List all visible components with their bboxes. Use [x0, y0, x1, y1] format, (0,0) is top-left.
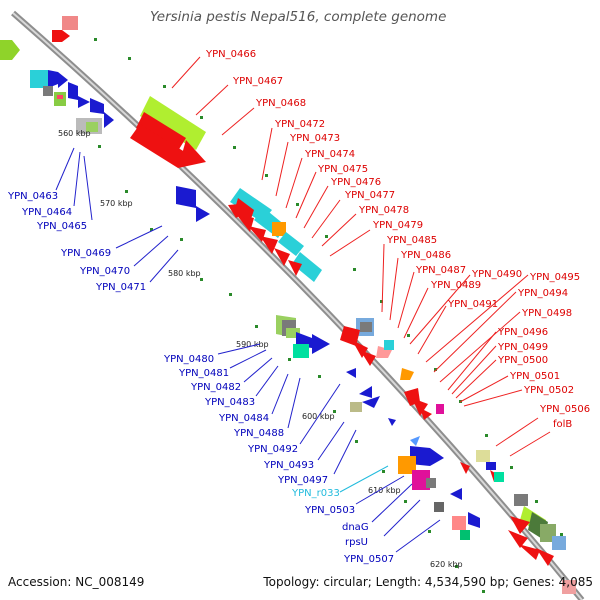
gene-label: YPN_0495: [529, 272, 580, 283]
map-title: Yersinia pestis Nepal516, complete genom…: [150, 9, 447, 25]
gene-label: YPN_0475: [317, 164, 368, 175]
gene-label: YPN_0487: [415, 265, 466, 276]
gene-label: YPN_0476: [330, 177, 381, 188]
gene-label: YPN_0503: [304, 505, 355, 516]
gene-label: YPN_0501: [509, 371, 560, 382]
accession-text: Accession: NC_008149: [8, 575, 145, 589]
gene-label: YPN_0473: [289, 133, 340, 144]
gene-label: YPN_0480: [163, 354, 214, 365]
gene-label: YPN_0472: [274, 119, 325, 130]
gene-label: YPN_0464: [21, 207, 72, 218]
gene-label: YPN_0478: [358, 205, 409, 216]
gene-label: YPN_0485: [386, 235, 437, 246]
gene-label: YPN_0465: [36, 221, 87, 232]
gene-label: YPN_0488: [233, 428, 284, 439]
scale-label: 560 kbp: [58, 129, 91, 138]
gene-label: folB: [553, 419, 572, 430]
gene-label: YPN_0470: [79, 266, 130, 277]
gene-label: dnaG: [342, 522, 369, 533]
gene-label: YPN_0507: [343, 554, 394, 565]
gene-label: YPN_0477: [344, 190, 395, 201]
topology-text: Topology: circular; Length: 4,534,590 bp…: [263, 575, 593, 589]
gene-label: YPN_0479: [372, 220, 423, 231]
gc-skew-dots: [58, 38, 563, 593]
gene-label: YPN_0490: [471, 269, 522, 280]
gene-label: YPN_0494: [517, 288, 568, 299]
gene-label: YPN_0489: [430, 280, 481, 291]
rna-leader-line: [339, 465, 389, 493]
gene-label: YPN_0497: [277, 475, 328, 486]
scale-label: 610 kbp: [368, 486, 401, 495]
reverse-gene-labels: YPN_0463 YPN_0464 YPN_0465 YPN_0469 YPN_…: [7, 191, 394, 565]
gene-label: YPN_0491: [447, 299, 498, 310]
gene-label: YPN_0493: [263, 460, 314, 471]
gene-label: YPN_0463: [7, 191, 58, 202]
gene-label: YPN_0483: [204, 397, 255, 408]
scale-axis: 560 kbp 570 kbp 580 kbp 590 kbp 600 kbp …: [58, 129, 463, 569]
forward-gene-labels: YPN_0466 YPN_0467 YPN_0468 YPN_0472 YPN_…: [205, 49, 590, 430]
gene-label: YPN_0484: [218, 413, 269, 424]
gene-label: rpsU: [345, 537, 368, 548]
scale-label: 580 kbp: [168, 269, 201, 278]
reverse-leader-lines: [55, 147, 441, 553]
genome-backbone-highlight: [12, 12, 583, 600]
scale-label: 590 kbp: [236, 340, 269, 349]
scale-label: 620 kbp: [430, 560, 463, 569]
gene-label: YPN_0468: [255, 98, 306, 109]
reverse-genes: [0, 40, 480, 540]
gene-label: YPN_0500: [497, 355, 548, 366]
forward-genes: [52, 16, 576, 594]
gene-label: YPN_0486: [400, 250, 451, 261]
gene-label: YPN_0481: [178, 368, 229, 379]
scale-label: 570 kbp: [100, 199, 133, 208]
gene-label: YPN_r033: [291, 488, 340, 499]
gene-label: YPN_0469: [60, 248, 111, 259]
gene-label: YPN_0496: [497, 327, 548, 338]
gene-label: YPN_0502: [523, 385, 574, 396]
gene-label: YPN_0506: [539, 404, 590, 415]
gene-label: YPN_0471: [95, 282, 146, 293]
gene-label: YPN_0466: [205, 49, 256, 60]
gene-label: YPN_0482: [190, 382, 241, 393]
gene-label: YPN_0467: [232, 76, 283, 87]
forward-leader-lines: [171, 56, 551, 457]
gene-label: YPN_0492: [247, 444, 298, 455]
gene-label: YPN_0498: [521, 308, 572, 319]
gene-label: YPN_0474: [304, 149, 355, 160]
gene-label: YPN_0499: [497, 342, 548, 353]
